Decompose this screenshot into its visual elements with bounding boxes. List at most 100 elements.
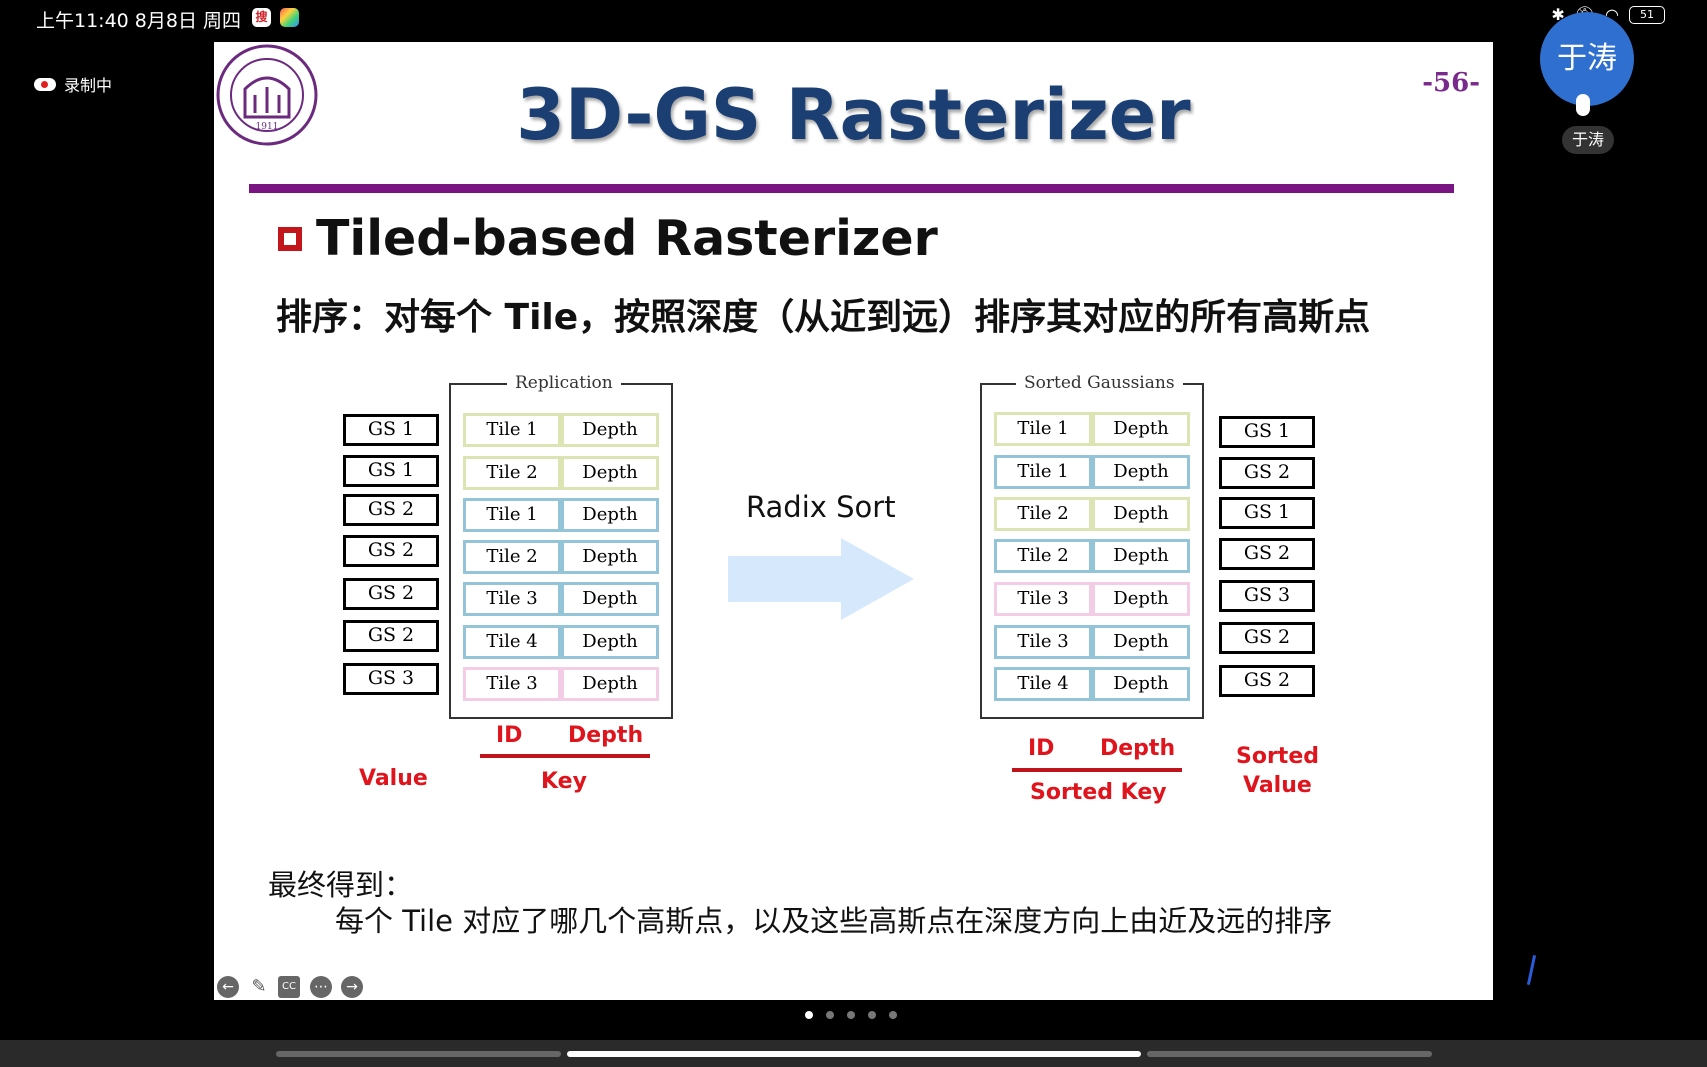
- sorted-value-label-1: Sorted: [1236, 744, 1319, 769]
- depth-label: Depth: [568, 723, 644, 748]
- status-time: 上午11:40 8月8日 周四: [36, 10, 242, 32]
- page-indicator: [805, 1011, 897, 1019]
- page-number: -56-: [1422, 68, 1480, 98]
- depth-key: Depth: [1092, 455, 1190, 489]
- tile-id: Tile 3: [994, 625, 1092, 659]
- tile-id: Tile 2: [463, 456, 561, 490]
- scroll-segment[interactable]: [276, 1051, 561, 1057]
- page-dot[interactable]: [805, 1011, 813, 1019]
- key-label: Key: [541, 769, 587, 794]
- tile-id: Tile 1: [994, 412, 1092, 446]
- depth-key: Depth: [561, 540, 659, 574]
- square-bullet-icon: [278, 226, 302, 251]
- sorted-value-cell: GS 3: [1219, 580, 1315, 612]
- recording-icon: [34, 77, 56, 91]
- search-app-icon: 搜: [252, 8, 271, 27]
- recording-indicator[interactable]: 录制中: [34, 72, 112, 96]
- participant-avatar[interactable]: 于涛: [1540, 12, 1634, 106]
- value-cell: GS 1: [343, 414, 439, 446]
- pen-tool-icon[interactable]: ✎: [251, 976, 267, 997]
- radix-sort-arrow: [728, 538, 914, 620]
- conclusion-heading: 最终得到：: [268, 868, 414, 902]
- sorted-key-label: Sorted Key: [1030, 780, 1167, 805]
- replication-label: Replication: [507, 373, 621, 393]
- sorted-key-underline: [1012, 768, 1182, 772]
- value-cell: GS 1: [343, 455, 439, 487]
- replication-frame: Replication: [449, 373, 673, 719]
- scroll-segment-active[interactable]: [567, 1051, 1141, 1057]
- page-dot[interactable]: [826, 1011, 834, 1019]
- tile-id: Tile 4: [463, 625, 561, 659]
- depth-key: Depth: [1092, 412, 1190, 446]
- page-dot[interactable]: [868, 1011, 876, 1019]
- tile-id: Tile 3: [994, 582, 1092, 616]
- page-dot[interactable]: [889, 1011, 897, 1019]
- participant-name: 于涛: [1562, 126, 1614, 154]
- presentation-slide: 1911 3D-GS Rasterizer -56- Tiled-based R…: [214, 42, 1493, 1000]
- key-underline: [480, 754, 650, 758]
- more-options-icon[interactable]: ⋯: [310, 976, 332, 998]
- depth-key: Depth: [1092, 625, 1190, 659]
- annotation-pen-mark: [1526, 955, 1537, 985]
- depth-key: Depth: [561, 498, 659, 532]
- tile-id: Tile 4: [994, 667, 1092, 701]
- depth-key: Depth: [1092, 582, 1190, 616]
- depth-key: Depth: [561, 667, 659, 701]
- depth-key: Depth: [561, 625, 659, 659]
- tsinghua-logo: 1911: [216, 44, 318, 146]
- value-cell: GS 2: [343, 494, 439, 526]
- captions-icon[interactable]: CC: [278, 976, 300, 998]
- depth-key: Depth: [1092, 539, 1190, 573]
- recording-label: 录制中: [64, 76, 113, 95]
- tile-id: Tile 2: [463, 540, 561, 574]
- value-cell: GS 2: [343, 620, 439, 652]
- section-heading-text: Tiled-based Rasterizer: [316, 210, 938, 267]
- next-slide-icon[interactable]: →: [341, 976, 363, 998]
- logo-year: 1911: [256, 122, 279, 132]
- depth-key: Depth: [561, 582, 659, 616]
- colorful-app-icon: [280, 8, 299, 27]
- tile-id: Tile 1: [463, 498, 561, 532]
- sorted-value-cell: GS 2: [1219, 665, 1315, 697]
- title-divider: [249, 184, 1454, 193]
- page-dot[interactable]: [847, 1011, 855, 1019]
- sorted-value-cell: GS 1: [1219, 497, 1315, 529]
- id-label: ID: [496, 723, 523, 748]
- depth-key: Depth: [561, 456, 659, 490]
- previous-slide-icon[interactable]: ←: [217, 976, 239, 998]
- value-cell: GS 3: [343, 663, 439, 695]
- tile-id: Tile 3: [463, 667, 561, 701]
- depth-key: Depth: [561, 413, 659, 447]
- scroll-segment[interactable]: [1147, 1051, 1432, 1057]
- sorted-value-cell: GS 2: [1219, 622, 1315, 654]
- depth-key: Depth: [1092, 667, 1190, 701]
- sorted-id-label: ID: [1028, 736, 1055, 761]
- sorted-value-cell: GS 2: [1219, 457, 1315, 489]
- sorted-gaussians-frame: Sorted Gaussians: [980, 373, 1204, 719]
- tile-id: Tile 1: [994, 455, 1092, 489]
- sorted-value-label-2: Value: [1243, 773, 1312, 798]
- value-cell: GS 2: [343, 535, 439, 567]
- slide-title: 3D-GS Rasterizer: [516, 74, 1191, 156]
- radix-sort-label: Radix Sort: [746, 490, 896, 524]
- depth-key: Depth: [1092, 497, 1190, 531]
- value-label: Value: [359, 766, 428, 791]
- tile-id: Tile 1: [463, 413, 561, 447]
- microphone-icon[interactable]: [1576, 94, 1590, 116]
- battery-icon: 51: [1629, 5, 1665, 24]
- tile-id: Tile 2: [994, 497, 1092, 531]
- sorted-gaussians-label: Sorted Gaussians: [1016, 373, 1183, 393]
- sorted-depth-label: Depth: [1100, 736, 1176, 761]
